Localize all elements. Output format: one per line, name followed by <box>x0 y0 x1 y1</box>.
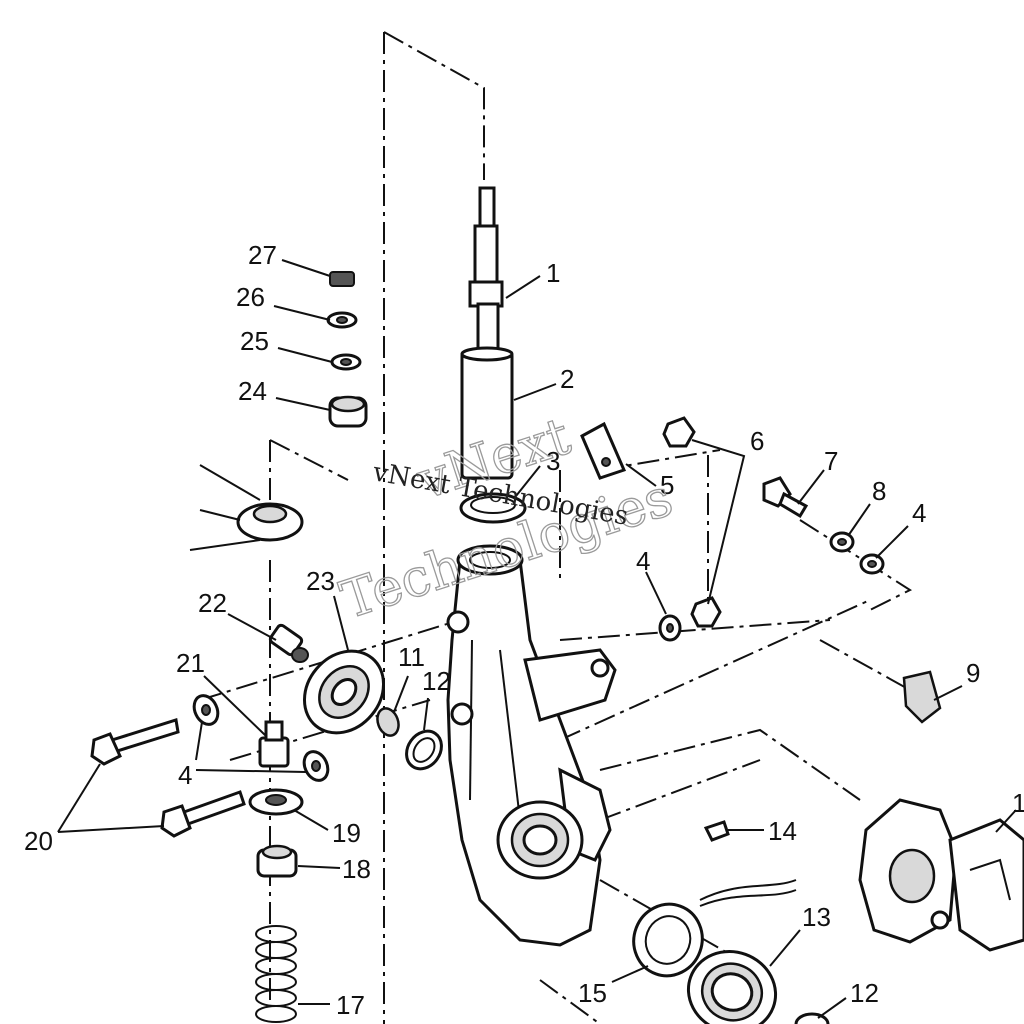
bolt-7 <box>762 476 809 519</box>
callout-21: 21 <box>176 648 205 678</box>
seal-23 <box>302 649 386 735</box>
callout-1: 1 <box>546 258 560 288</box>
callout-3: 3 <box>546 446 560 476</box>
spring-seat <box>189 464 304 551</box>
nut-21 <box>258 720 290 768</box>
callout-24: 24 <box>238 376 267 406</box>
callout-25: 25 <box>240 326 269 356</box>
callout-18: 18 <box>342 854 371 884</box>
ring-15 <box>632 902 704 978</box>
callout-23: 23 <box>306 566 335 596</box>
callout-13: 13 <box>802 902 831 932</box>
brake-caliper <box>858 798 1024 952</box>
nut-18 <box>256 844 298 878</box>
callout-15: 15 <box>578 978 607 1008</box>
callout-2: 2 <box>560 364 574 394</box>
sensor-14 <box>699 820 797 907</box>
callout-20: 20 <box>24 826 53 856</box>
washer-8 <box>829 531 855 553</box>
callout-12-right: 12 <box>850 978 879 1008</box>
bolt-20-lower <box>160 790 246 838</box>
callout-14: 14 <box>768 816 797 846</box>
callout-4-center: 4 <box>636 546 650 576</box>
callout-12-left: 12 <box>422 666 451 696</box>
gear-11 <box>376 707 400 737</box>
washer-26 <box>326 311 358 329</box>
callout-1-caliper: 1 <box>1012 788 1024 818</box>
washer-4-lower <box>302 750 330 782</box>
callout-17: 17 <box>336 990 365 1020</box>
hub-bearing <box>496 800 584 880</box>
grease-fitting-22 <box>268 623 309 663</box>
bracket-5 <box>580 421 627 480</box>
shock-body <box>460 346 514 480</box>
steering-knuckle <box>446 544 617 947</box>
nut-6-upper <box>662 416 696 448</box>
callout-27: 27 <box>248 240 277 270</box>
callout-11: 11 <box>398 642 425 672</box>
callout-labels: 1 2 3 4 5 6 7 8 4 9 11 12 14 13 15 12 17… <box>24 240 1024 1020</box>
callout-8: 8 <box>872 476 886 506</box>
callout-9: 9 <box>966 658 980 688</box>
washer-4-right <box>859 553 885 575</box>
washer-19 <box>248 788 304 816</box>
callout-19: 19 <box>332 818 361 848</box>
nut-6-lower <box>690 596 722 628</box>
callout-5: 5 <box>660 470 674 500</box>
bolt-20-upper <box>90 718 180 766</box>
washer-4-left <box>192 694 220 726</box>
callout-4-right: 4 <box>912 498 926 528</box>
callout-6: 6 <box>750 426 764 456</box>
callout-4-left: 4 <box>178 760 192 790</box>
washer-25 <box>330 353 362 371</box>
washer-4-center <box>658 614 682 642</box>
top-nut <box>329 271 355 287</box>
pad-9 <box>902 670 942 724</box>
callout-7: 7 <box>824 446 838 476</box>
shock-shaft <box>468 186 504 358</box>
leader-lines <box>57 259 1017 1019</box>
callout-22: 22 <box>198 588 227 618</box>
spring-17 <box>255 925 297 1023</box>
bushing-24 <box>328 395 368 428</box>
spacer-ring <box>459 492 527 524</box>
ring-12-left <box>405 729 443 771</box>
bearing-13 <box>686 950 778 1024</box>
callout-26: 26 <box>236 282 265 312</box>
